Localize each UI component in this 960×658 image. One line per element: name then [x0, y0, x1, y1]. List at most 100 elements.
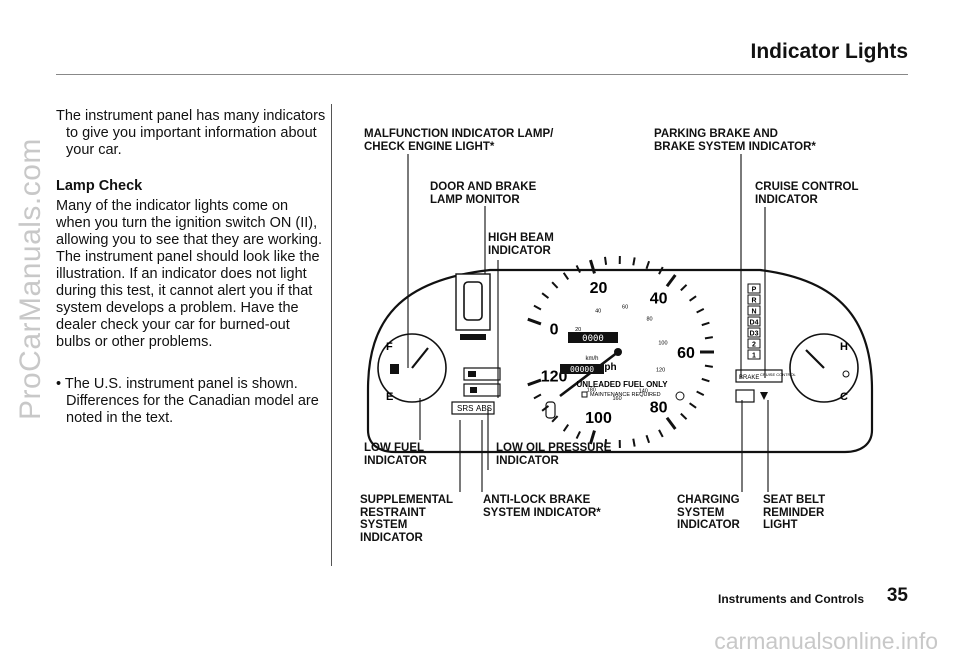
temperature-gauge: H C [789, 333, 859, 403]
fuel-gauge: F E [377, 333, 447, 403]
gear-box [747, 305, 761, 316]
speed-tick [680, 284, 688, 292]
maintenance-required-text: MAINTENANCE REQUIRED [590, 392, 661, 398]
charging-indicator-icon [735, 389, 755, 403]
speed-tick [704, 364, 714, 368]
speed-tick [689, 402, 697, 409]
page-title: Indicator Lights [750, 40, 909, 63]
speed-tick [562, 424, 570, 432]
speed-label: 100 [585, 410, 612, 427]
gear-label: D4 [750, 320, 759, 327]
label-supplemental-restraint-indicator: SUPPLEMENTAL RESTRAINT SYSTEM INDICATOR [360, 494, 454, 544]
gear-label: D3 [750, 331, 759, 338]
speed-tick [696, 390, 705, 396]
gear-box [747, 294, 761, 305]
right-indicator-panel: BRAKE CRUISE CONTROL [735, 369, 797, 403]
trip-digits: 00000 [570, 365, 594, 374]
speed-tick [689, 295, 697, 302]
speed-tick [665, 274, 677, 288]
lamp-check-paragraph: Many of the indicator lights come on whe… [56, 198, 322, 350]
gear-box [747, 327, 761, 338]
speed-tick [527, 317, 542, 326]
temp-cold-mark: C [840, 391, 848, 403]
label-door-brake-monitor: DOOR AND BRAKE LAMP MONITOR [430, 181, 537, 206]
speed-label: 20 [590, 280, 608, 297]
speed-tick [645, 434, 651, 444]
trip-button [545, 401, 556, 419]
speed-tick [632, 257, 636, 266]
speed-label: 40 [650, 290, 668, 307]
speed-tick [533, 393, 542, 400]
kmh-label: 120 [656, 367, 665, 373]
trip-reset-knob [675, 391, 685, 401]
abs-indicator: ABS [476, 404, 492, 413]
temperature-needle [805, 349, 825, 369]
srs-indicator: SRS [457, 404, 473, 413]
kmh-unit-label: km/h [585, 356, 598, 362]
seat-belt-indicator-icon [760, 392, 768, 400]
gear-label: 1 [752, 353, 756, 360]
speed-label: 0 [550, 322, 559, 339]
speed-tick [589, 430, 596, 445]
kmh-label: 40 [595, 309, 601, 315]
speed-tick [696, 308, 705, 314]
gear-box [747, 349, 761, 360]
odometer-display [568, 332, 618, 343]
speedometer: 20406080100120140160180200 0204060801001… [527, 255, 714, 449]
car-outline-icon [463, 281, 483, 321]
footer-section-title: Instruments and Controls [717, 592, 864, 606]
lamp-check-heading: Lamp Check [56, 178, 143, 194]
speed-tick [704, 336, 714, 340]
speed-tick [533, 304, 542, 311]
gear-label: P [752, 287, 757, 294]
kmh-label: 160 [613, 396, 622, 402]
thermometer-icon [842, 370, 850, 378]
label-charging-system-indicator: CHARGING SYSTEM INDICATOR [677, 494, 740, 531]
cruise-control-indicator: CRUISE CONTROL [760, 372, 797, 377]
odometer-digits: 0000 [582, 334, 604, 344]
door-lamp-monitor [455, 273, 491, 340]
speed-tick [701, 377, 710, 383]
speed-tick [645, 260, 651, 270]
cluster-housing [366, 268, 874, 454]
gear-label: 2 [752, 342, 756, 349]
gear-label: R [751, 298, 756, 305]
speedometer-ticks [527, 255, 714, 449]
intro-paragraph: The instrument panel has many indicators… [56, 108, 326, 158]
gear-label: N [751, 309, 756, 316]
speed-tick [575, 264, 581, 274]
label-seat-belt-reminder: SEAT BELT REMINDER LIGHT [763, 494, 826, 531]
speed-tick [680, 412, 688, 420]
fuel-full-mark: F [386, 341, 393, 353]
temp-hot-mark: H [840, 341, 848, 353]
kmh-label: 80 [647, 317, 653, 323]
label-parking-brake-indicator: PARKING BRAKE AND BRAKE SYSTEM INDICATOR… [654, 128, 816, 153]
column-divider [331, 104, 332, 566]
low-oil-indicator-icon [470, 387, 477, 393]
speed-label: 80 [650, 400, 668, 417]
left-indicator-panel: SRS ABS [451, 367, 556, 419]
speed-tick [527, 378, 542, 387]
kmh-label: 140 [639, 388, 648, 394]
label-cruise-control-indicator: CRUISE CONTROL INDICATOR [755, 181, 859, 206]
watermark-left: ProCarManuals.com [14, 138, 47, 420]
speed-label: 60 [677, 345, 695, 362]
brake-indicator: BRAKE [739, 375, 759, 381]
kmh-label: 180 [587, 387, 596, 393]
watermark-bottom: carmanualsonline.info [714, 628, 938, 654]
speed-tick [575, 430, 581, 440]
label-malfunction-indicator: MALFUNCTION INDICATOR LAMP/ CHECK ENGINE… [364, 128, 554, 153]
speed-tick [551, 415, 559, 423]
speed-unit-label: mph [595, 362, 616, 373]
speed-tick [658, 266, 664, 275]
gear-box [747, 283, 761, 294]
kmh-label: 60 [622, 305, 628, 311]
speed-tick [541, 292, 550, 299]
fuel-needle [411, 347, 429, 369]
instrument-cluster-illustration: F E 20406080100120140160180200 020406080… [366, 255, 874, 454]
speed-tick [551, 281, 559, 289]
speed-tick [665, 416, 677, 430]
speed-tick [632, 438, 636, 447]
unleaded-fuel-notice: UNLEADED FUEL ONLY [576, 380, 668, 389]
